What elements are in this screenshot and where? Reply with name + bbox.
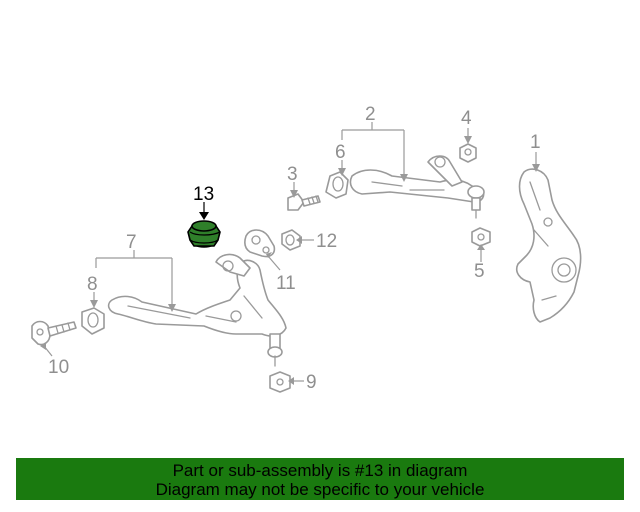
nut-part-5[interactable] (471, 227, 491, 247)
banner-line-1: Part or sub-assembly is #13 in diagram (172, 461, 468, 480)
callout-9: 9 (306, 372, 317, 393)
cam-bolt-part-10[interactable] (31, 320, 77, 346)
bracket-part-11[interactable] (244, 229, 276, 258)
banner-line-2: Diagram may not be specific to your vehi… (155, 480, 485, 499)
nut-part-9[interactable] (269, 371, 291, 393)
callout-2: 2 (365, 104, 376, 125)
nut-part-4[interactable] (459, 143, 477, 163)
callout-10: 10 (48, 357, 69, 378)
callout-1: 1 (530, 132, 541, 153)
callout-3: 3 (287, 164, 298, 185)
bump-stop-part-13[interactable] (187, 220, 221, 248)
callout-11: 11 (276, 273, 296, 294)
callout-5: 5 (474, 261, 485, 282)
bolt-part-3[interactable] (287, 193, 321, 211)
lower-control-arm-part[interactable] (107, 253, 287, 367)
callout-8: 8 (87, 274, 98, 295)
callout-4: 4 (461, 108, 472, 129)
bushing-part-8[interactable] (81, 307, 105, 335)
callout-12: 12 (316, 231, 337, 252)
callout-6: 6 (335, 142, 346, 163)
bushing-part-6[interactable] (325, 171, 349, 199)
bushing-part-12[interactable] (281, 229, 301, 251)
callout-7: 7 (126, 232, 137, 253)
upper-control-arm-part[interactable] (349, 155, 485, 219)
steering-knuckle-part[interactable] (515, 168, 582, 323)
callout-13: 13 (193, 184, 214, 205)
info-banner: Part or sub-assembly is #13 in diagram D… (16, 458, 624, 500)
